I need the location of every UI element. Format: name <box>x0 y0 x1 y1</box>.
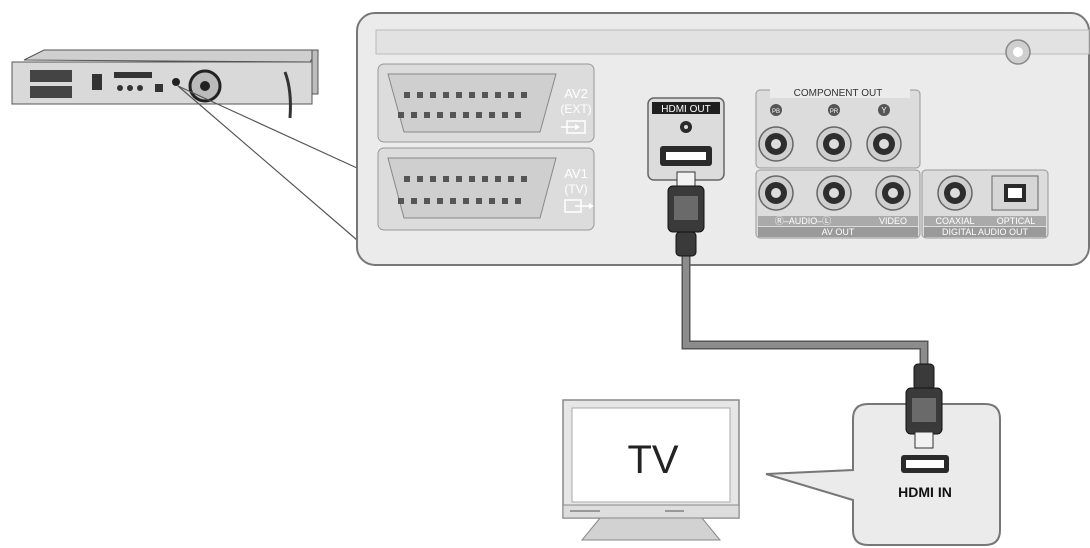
scart-pin <box>404 176 410 182</box>
scart-pin <box>411 112 417 118</box>
component-out-label: COMPONENT OUT <box>794 88 883 99</box>
scart-pin <box>450 112 456 118</box>
rca-jack-center <box>771 139 781 149</box>
scart-pin <box>398 198 404 204</box>
scart-pin <box>515 112 521 118</box>
hdmi-out-label: HDMI OUT <box>661 104 710 115</box>
rca-jack-center <box>829 139 839 149</box>
scart-pin <box>482 92 488 98</box>
scart-pin <box>521 176 527 182</box>
rca-jack-center <box>888 188 898 198</box>
scart-pin <box>437 112 443 118</box>
av-out-label: AV OUT <box>822 227 855 237</box>
rca-jack-center <box>879 139 889 149</box>
scart-pin <box>398 112 404 118</box>
scart-pin <box>495 92 501 98</box>
rca-jack-center <box>771 188 781 198</box>
scart-pin <box>430 92 436 98</box>
optical-port <box>992 176 1038 210</box>
scart-pin <box>508 92 514 98</box>
tv-label: TV <box>627 438 678 482</box>
scart-pin <box>482 176 488 182</box>
scart-pin <box>437 198 443 204</box>
scart-pin <box>508 176 514 182</box>
av2-label: AV2 <box>564 86 588 101</box>
scart-pin <box>456 176 462 182</box>
scart-pin <box>521 92 527 98</box>
scart-pin <box>502 112 508 118</box>
hdmi-cable <box>686 256 924 372</box>
coaxial-label: COAXIAL <box>935 216 974 226</box>
hdmi-in-label: HDMI IN <box>898 484 952 500</box>
scart-pin <box>469 92 475 98</box>
scart-pin <box>463 112 469 118</box>
recorder-device <box>12 50 318 118</box>
zoom-lines <box>178 86 357 240</box>
pb-label: PB <box>772 109 780 115</box>
video-label: VIDEO <box>879 216 907 226</box>
scart-pin <box>489 112 495 118</box>
scart-pin <box>476 112 482 118</box>
scart-pin <box>495 176 501 182</box>
scart-pin <box>411 198 417 204</box>
y-label: Y <box>881 106 887 115</box>
av2-sublabel: (EXT) <box>560 102 591 116</box>
scart-pin <box>469 176 475 182</box>
scart-pin <box>417 92 423 98</box>
scart-av1 <box>378 148 594 230</box>
scart-pin <box>424 112 430 118</box>
scart-pin <box>476 198 482 204</box>
scart-pin <box>404 92 410 98</box>
digital-audio-out-label: DIGITAL AUDIO OUT <box>942 227 1029 237</box>
scart-pin <box>443 92 449 98</box>
scart-pin <box>515 198 521 204</box>
rca-jack-center <box>950 188 960 198</box>
scart-pin <box>489 198 495 204</box>
rca-jack-center <box>829 188 839 198</box>
pr-label: PR <box>830 109 839 115</box>
scart-pin <box>417 176 423 182</box>
av1-label: AV1 <box>564 166 588 181</box>
scart-pin <box>430 176 436 182</box>
optical-label: OPTICAL <box>997 216 1036 226</box>
hdmi-in-callout <box>766 404 1000 545</box>
scart-pin <box>424 198 430 204</box>
scart-pin <box>463 198 469 204</box>
scart-pin <box>456 92 462 98</box>
audio-label: Ⓡ–AUDIO–Ⓛ <box>775 216 832 226</box>
hdmi-in-port <box>901 455 949 473</box>
scart-pin <box>502 198 508 204</box>
scart-pin <box>450 198 456 204</box>
av1-sublabel: (TV) <box>564 182 587 196</box>
scart-pin <box>443 176 449 182</box>
